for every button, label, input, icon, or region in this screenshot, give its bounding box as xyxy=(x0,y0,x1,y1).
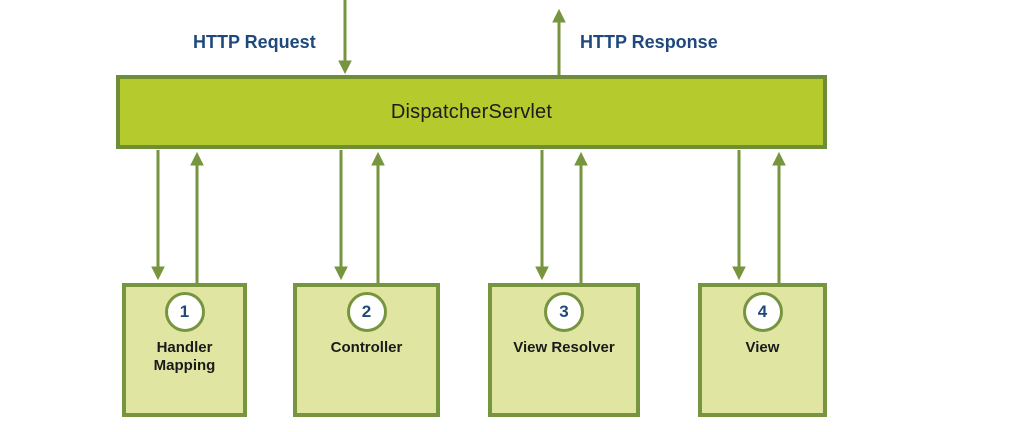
box-controller: 2 Controller xyxy=(293,283,440,417)
dispatcher-servlet-label: DispatcherServlet xyxy=(390,100,553,123)
box-label-view-resolver: View Resolver xyxy=(513,339,615,356)
box-view-resolver: 3 View Resolver xyxy=(488,283,640,417)
step-number-badge: 1 xyxy=(164,292,205,332)
box-label-controller: Controller xyxy=(330,339,403,356)
box-label-view: View xyxy=(745,339,780,356)
http-response-label: HTTP Response xyxy=(580,32,718,52)
box-label-handler-mapping: Handler Mapping xyxy=(153,339,216,374)
box-view: 4 View xyxy=(698,283,827,417)
box-handler-mapping: 1 Handler Mapping xyxy=(122,283,247,417)
step-number-badge: 2 xyxy=(346,292,387,332)
step-number-badge: 4 xyxy=(742,292,783,332)
http-request-label: HTTP Request xyxy=(193,32,316,52)
dispatcher-servlet-bar: DispatcherServlet xyxy=(116,75,827,149)
step-number-badge: 3 xyxy=(544,292,584,332)
